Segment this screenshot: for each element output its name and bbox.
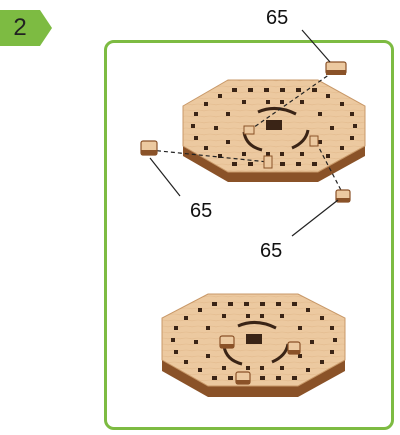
callout-label-top: 65	[266, 7, 289, 29]
top-plate-center-hole	[266, 120, 282, 130]
part-65-top	[325, 61, 347, 75]
top-plate-holes	[191, 88, 357, 166]
top-plate-inserted-parts	[243, 125, 319, 169]
assembly-guide-lines	[149, 71, 345, 197]
callout-label-right: 65	[260, 240, 283, 262]
bottom-plate-center-hole	[246, 334, 262, 344]
bottom-octagon-plate	[161, 293, 346, 397]
callout-leaders	[149, 29, 339, 237]
step-badge	[0, 10, 56, 46]
part-65-left	[140, 140, 158, 156]
assembly-frame	[104, 40, 394, 430]
callout-label-left: 65	[190, 200, 213, 222]
bottom-plate-installed-parts	[219, 335, 301, 385]
top-octagon-plate	[182, 79, 366, 182]
part-65-right	[335, 189, 351, 203]
step-number: 2	[13, 14, 27, 41]
step-badge-arrow-shape	[0, 10, 52, 46]
